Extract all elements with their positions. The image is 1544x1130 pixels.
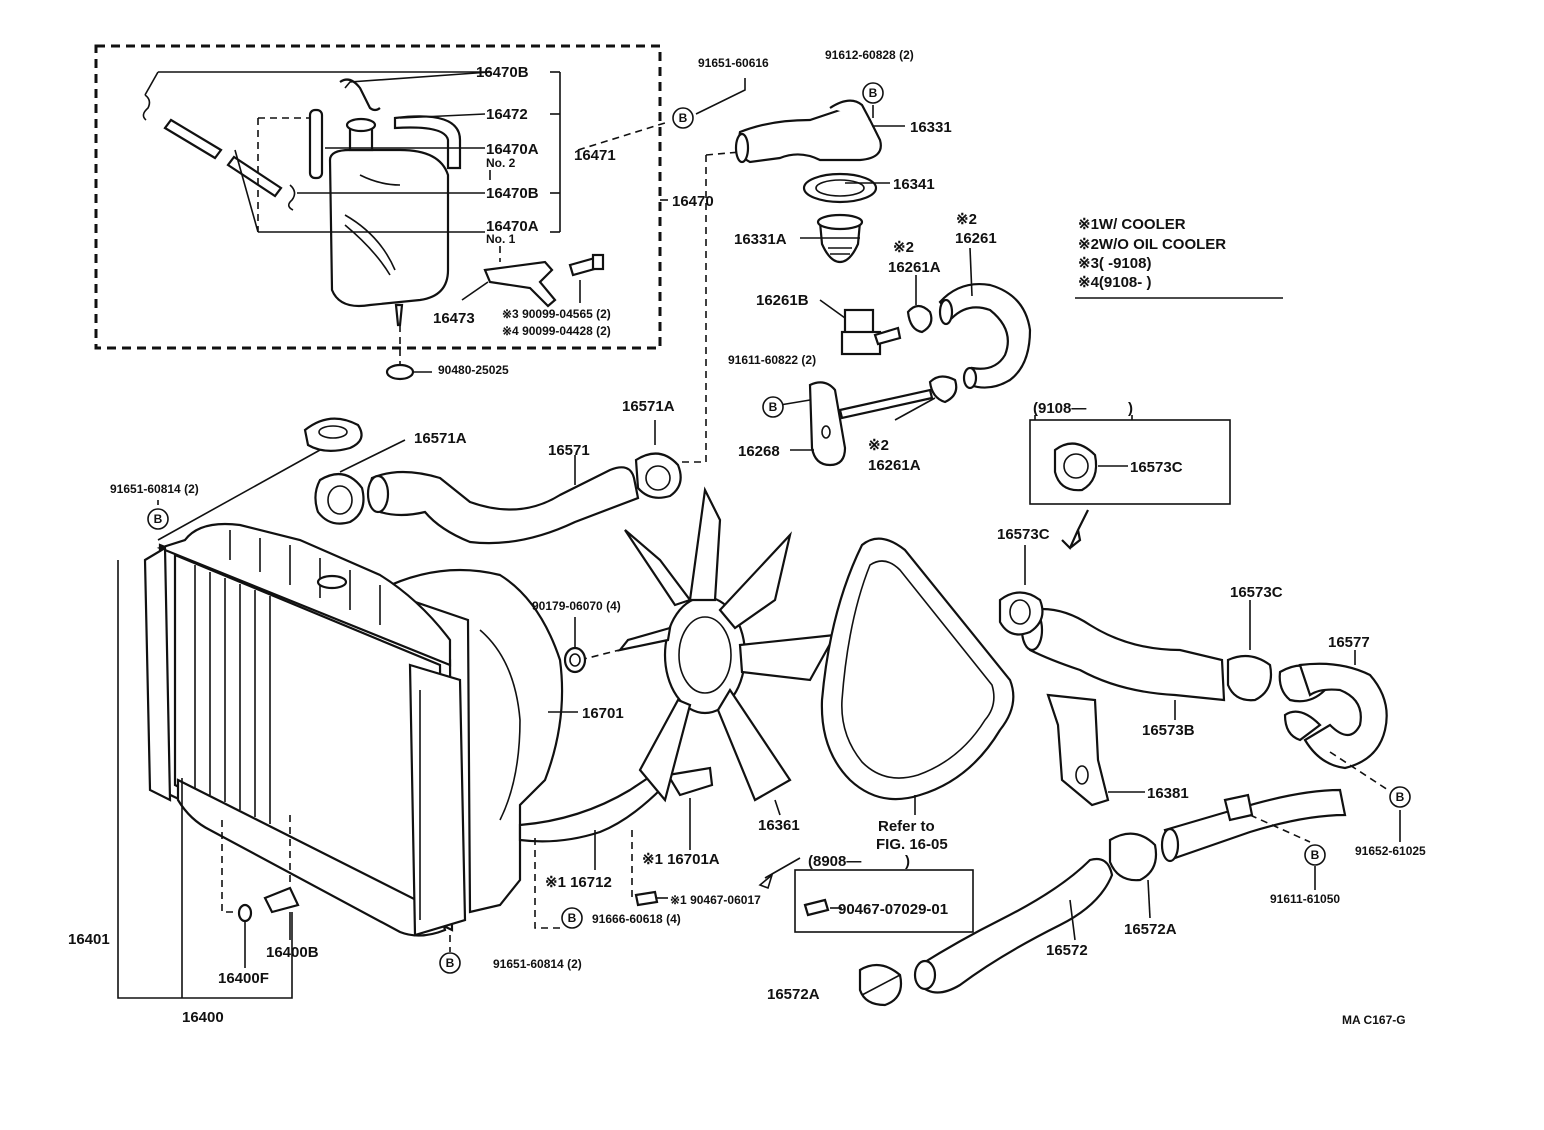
label-16573b: 16573B [1142, 722, 1195, 739]
v-belt-group [820, 537, 1015, 815]
label-91652-61025: 91652-61025 [1355, 844, 1426, 858]
b-markers: B B B B B B B B [147, 82, 1411, 974]
label-refer-to: Refer to [878, 818, 935, 835]
b-marker-5 [561, 907, 583, 929]
label-16261: 16261 [955, 230, 997, 247]
clamp-detail-box [1029, 419, 1231, 505]
label-16573c-left: 16573C [997, 526, 1050, 543]
b-marker-8 [1304, 844, 1326, 866]
svg-text:B: B [154, 512, 163, 526]
label-16261a-bot: 16261A [868, 457, 921, 474]
label-90179-06070: 90179-06070 (4) [532, 599, 621, 613]
upper-hose-group [157, 417, 682, 545]
lower-hose-group [634, 415, 1401, 1007]
label-90480-25025: 90480-25025 [438, 363, 509, 377]
b-marker-7 [1389, 786, 1411, 808]
label-90099-04565: ※3 90099-04565 (2) [502, 307, 611, 321]
label-16400: 16400 [182, 1009, 224, 1026]
label-16712: ※1 16712 [545, 874, 612, 891]
label-16361: 16361 [758, 817, 800, 834]
label-16470a-no1: 16470A [486, 218, 539, 235]
label-16572a-right: 16572A [1124, 921, 1177, 938]
label-fig-16-05: FIG. 16-05 [876, 836, 948, 853]
part-labels: 16470B 16472 16470A No. 2 16471 16470B 1… [68, 48, 1426, 1027]
label-16261b: 16261B [756, 292, 809, 309]
label-91612-60828: 91612-60828 (2) [825, 48, 914, 62]
label-16331: 16331 [910, 119, 952, 136]
legend-line-2: ※2W/O OIL COOLER [1078, 236, 1226, 253]
bolt-detail-box [794, 869, 974, 933]
label-16472: 16472 [486, 106, 528, 123]
label-90467-07029-01: 90467-07029-01 [838, 901, 948, 918]
svg-text:B: B [568, 911, 577, 925]
label-90467-06017: ※1 90467-06017 [670, 893, 761, 907]
label-s2-mid: ※2 [893, 239, 914, 256]
svg-text:B: B [1396, 790, 1405, 804]
label-16261a-top: 16261A [888, 259, 941, 276]
water-outlet-group [577, 78, 905, 463]
label-8908: (8908— [808, 853, 861, 870]
label-no1: No. 1 [486, 232, 516, 246]
reservoir-tank-group [94, 44, 668, 381]
label-16473: 16473 [433, 310, 475, 327]
legend-line-3: ※3( -9108) [1078, 255, 1151, 272]
svg-text:B: B [1311, 848, 1320, 862]
b-marker-2 [862, 82, 884, 104]
svg-text:B: B [869, 86, 878, 100]
label-s2-top: ※2 [956, 211, 977, 228]
label-91611-60822: 91611-60822 (2) [728, 353, 816, 367]
fan-group [563, 486, 837, 816]
label-91651-60814-top: 91651-60814 (2) [110, 482, 199, 496]
label-16571: 16571 [548, 442, 590, 459]
label-16571a-right: 16571A [622, 398, 675, 415]
label-16471: 16471 [574, 147, 616, 164]
label-91611-61050: 91611-61050 [1270, 892, 1340, 906]
label-91651-60616: 91651-60616 [698, 56, 769, 70]
label-16470: 16470 [672, 193, 714, 210]
b-marker-3 [762, 396, 784, 418]
b-marker-6 [439, 952, 461, 974]
label-91666-60618: 91666-60618 (4) [592, 912, 681, 926]
legend: ※1W/ COOLER ※2W/O OIL COOLER ※3( -9108) … [1075, 216, 1283, 299]
label-16400b: 16400B [266, 944, 319, 961]
label-8908-close: ) [905, 853, 910, 870]
label-16701: 16701 [582, 705, 624, 722]
label-16573c-box: 16573C [1130, 459, 1183, 476]
oil-cooler-hose-group [779, 247, 1032, 467]
legend-line-4: ※4(9108- ) [1078, 274, 1151, 291]
drawing-code: MA C167-G [1342, 1013, 1406, 1027]
label-9108-close: ) [1128, 400, 1133, 417]
legend-line-1: ※1W/ COOLER [1078, 216, 1186, 233]
label-16470b-top: 16470B [476, 64, 529, 81]
label-16400f: 16400F [218, 970, 269, 987]
label-90099-04428: ※4 90099-04428 (2) [502, 324, 611, 338]
label-16341: 16341 [893, 176, 935, 193]
label-16573c-right: 16573C [1230, 584, 1283, 601]
label-16571a-left: 16571A [414, 430, 467, 447]
label-16572a-left: 16572A [767, 986, 820, 1003]
radiator-group [117, 522, 714, 999]
label-16470b-mid: 16470B [486, 185, 539, 202]
label-91651-60814-bot: 91651-60814 (2) [493, 957, 582, 971]
label-9108: (9108— [1033, 400, 1086, 417]
label-16381: 16381 [1147, 785, 1189, 802]
label-16268: 16268 [738, 443, 780, 460]
svg-text:B: B [446, 956, 455, 970]
svg-text:B: B [679, 111, 688, 125]
label-16401: 16401 [68, 931, 110, 948]
b-marker-4 [147, 508, 169, 530]
b-marker-1 [672, 107, 694, 129]
label-s2-bot: ※2 [868, 437, 889, 454]
label-16572: 16572 [1046, 942, 1088, 959]
label-16470a-no2: 16470A [486, 141, 539, 158]
label-16577: 16577 [1328, 634, 1370, 651]
label-no2: No. 2 [486, 156, 516, 170]
label-16331a: 16331A [734, 231, 787, 248]
label-16701a: ※1 16701A [642, 851, 720, 868]
svg-text:B: B [769, 400, 778, 414]
